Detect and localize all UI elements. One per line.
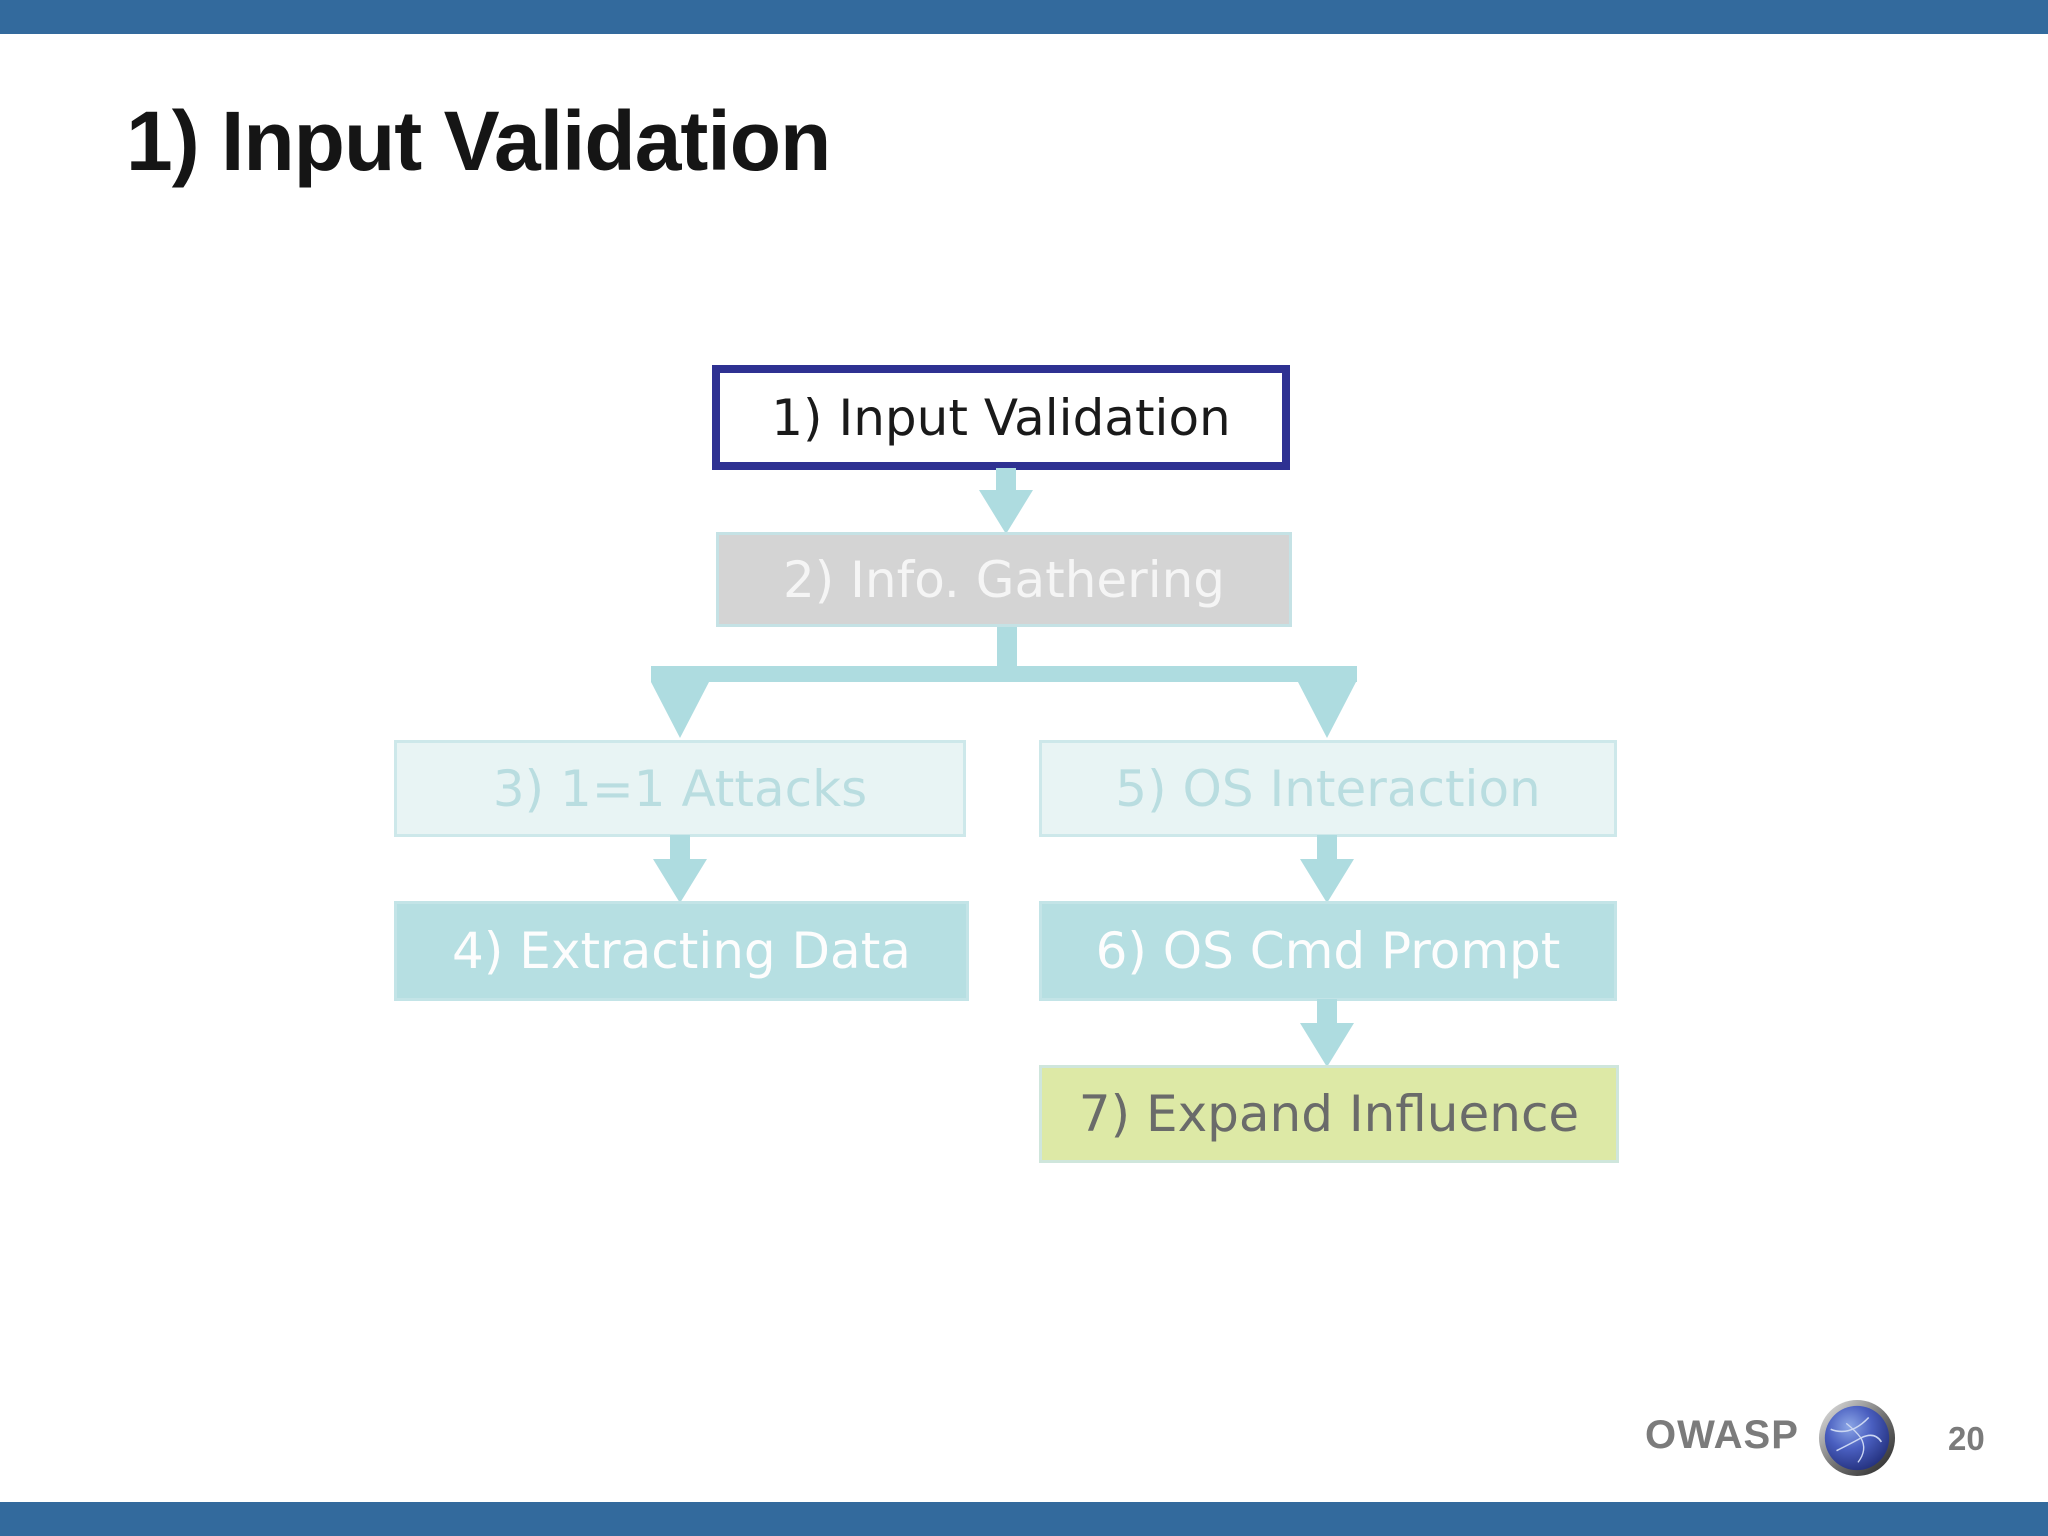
- connector-1-2-stem: [996, 468, 1016, 492]
- connector-1-2-arrowhead-icon: [979, 490, 1033, 534]
- connector-6-7-arrowhead-icon: [1300, 1023, 1354, 1067]
- bottom-accent-bar: [0, 1502, 2048, 1536]
- connector-5-6-arrowhead-icon: [1300, 859, 1354, 903]
- connector-2-3-arrowhead-icon: [651, 682, 709, 738]
- node-1-1-attacks: 3) 1=1 Attacks: [394, 740, 966, 837]
- slide-title: 1) Input Validation: [126, 94, 831, 188]
- node-expand-influence: 7) Expand Influence: [1039, 1065, 1619, 1163]
- connector-3-4-stem: [670, 835, 690, 861]
- node-input-validation: 1) Input Validation: [712, 365, 1290, 470]
- owasp-wordmark: OWASP: [1645, 1413, 1799, 1457]
- connector-5-6-stem: [1317, 835, 1337, 861]
- node-info-gathering: 2) Info. Gathering: [716, 532, 1292, 627]
- node-os-cmd-prompt: 6) OS Cmd Prompt: [1039, 901, 1617, 1001]
- connector-3-4-arrowhead-icon: [653, 859, 707, 903]
- connector-6-7-stem: [1317, 999, 1337, 1025]
- page-number: 20: [1948, 1420, 1985, 1457]
- branch-stem: [997, 627, 1017, 668]
- connector-2-5-arrowhead-icon: [1298, 682, 1356, 738]
- owasp-logo-icon: [1818, 1399, 1896, 1477]
- top-accent-bar: [0, 0, 2048, 34]
- branch-bar: [651, 666, 1357, 682]
- node-os-interaction: 5) OS Interaction: [1039, 740, 1617, 837]
- node-extracting-data: 4) Extracting Data: [394, 901, 969, 1001]
